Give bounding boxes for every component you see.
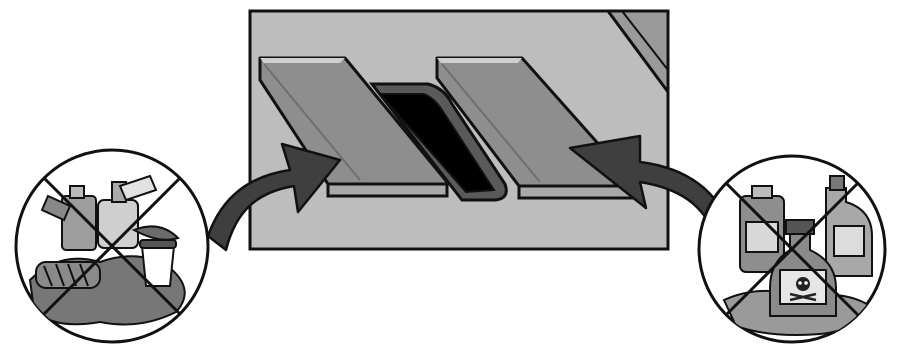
drain-panel xyxy=(250,11,668,249)
prohibited-debris-and-litter-icon xyxy=(16,150,208,342)
prohibited-chemicals-and-poison-icon xyxy=(699,156,885,342)
